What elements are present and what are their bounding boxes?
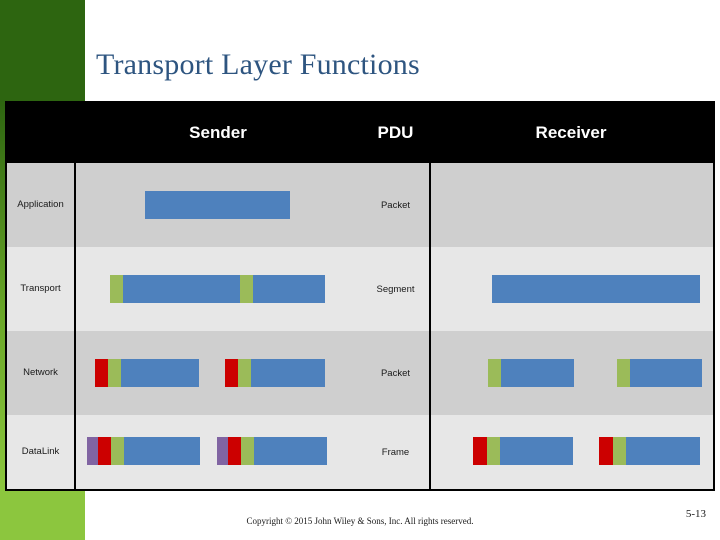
layer-name-line: Application xyxy=(17,199,64,211)
sender-packet xyxy=(217,437,327,465)
packet-segment xyxy=(253,275,325,303)
packet-segment xyxy=(217,437,228,465)
packet-segment xyxy=(487,437,500,465)
layer-row: Network Packet xyxy=(7,331,713,415)
packet-segment xyxy=(501,359,574,387)
packet-segment xyxy=(630,359,702,387)
packet-segment xyxy=(599,437,613,465)
packet-segment xyxy=(488,359,501,387)
layer-name-line: Transport xyxy=(20,283,61,295)
layer-name-cell: Transport xyxy=(7,247,74,331)
packet-segment xyxy=(613,437,626,465)
column-divider-left xyxy=(74,163,76,489)
layer-name-cell: Application xyxy=(7,163,74,247)
packet-segment xyxy=(473,437,487,465)
packet-segment xyxy=(241,437,254,465)
layer-row: Application Packet xyxy=(7,163,713,247)
packet-segment xyxy=(111,437,124,465)
receiver-packet xyxy=(617,359,702,387)
layer-name-line: Link xyxy=(41,446,60,458)
sender-packet xyxy=(87,437,200,465)
packet-segment xyxy=(240,275,253,303)
sender-packet xyxy=(225,359,325,387)
packet-segment xyxy=(145,191,290,219)
packet-segment xyxy=(124,437,200,465)
packet-segment xyxy=(110,275,123,303)
packet-segment xyxy=(626,437,700,465)
column-header-pdu: PDU xyxy=(377,123,414,142)
packet-segment xyxy=(254,437,327,465)
packet-segment xyxy=(228,437,241,465)
decorative-green-block-bottom xyxy=(0,491,85,540)
packet-segment xyxy=(492,275,700,303)
packet-segment xyxy=(238,359,251,387)
receiver-packet xyxy=(488,359,574,387)
layer-name-line: Network xyxy=(23,367,58,379)
packet-segment xyxy=(500,437,573,465)
column-header-sender: Sender xyxy=(189,123,247,142)
sender-packet xyxy=(95,359,199,387)
copyright-notice: Copyright © 2015 John Wiley & Sons, Inc.… xyxy=(246,516,474,526)
packet-segment xyxy=(95,359,108,387)
pdu-name-cell: Segment xyxy=(376,283,415,295)
packet-segment xyxy=(87,437,98,465)
page-title: Transport Layer Functions xyxy=(96,48,420,81)
layer-row: Transport Segment xyxy=(7,247,713,331)
pdu-name-cell: Packet xyxy=(380,199,411,211)
receiver-packet xyxy=(599,437,700,465)
packet-segment xyxy=(225,359,238,387)
packet-segment xyxy=(98,437,111,465)
packet-segment xyxy=(108,359,121,387)
decorative-green-block-top xyxy=(0,0,85,101)
receiver-packet xyxy=(492,275,700,303)
packet-segment xyxy=(123,275,240,303)
pdu-name-cell: Packet xyxy=(380,367,411,379)
layer-name-line: Data xyxy=(21,446,42,458)
receiver-packet xyxy=(473,437,573,465)
packet-segment xyxy=(121,359,199,387)
pdu-name-cell: Frame xyxy=(381,446,410,458)
sender-packet xyxy=(110,275,325,303)
column-divider-right xyxy=(429,163,431,489)
column-header-receiver: Receiver xyxy=(535,123,607,142)
diagram-header-row: Sender PDU Receiver xyxy=(7,103,713,163)
sender-packet xyxy=(145,191,290,219)
packet-segment xyxy=(617,359,630,387)
packet-segment xyxy=(251,359,325,387)
layer-name-cell: Network xyxy=(7,331,74,415)
page-number: 5-13 xyxy=(685,508,706,520)
